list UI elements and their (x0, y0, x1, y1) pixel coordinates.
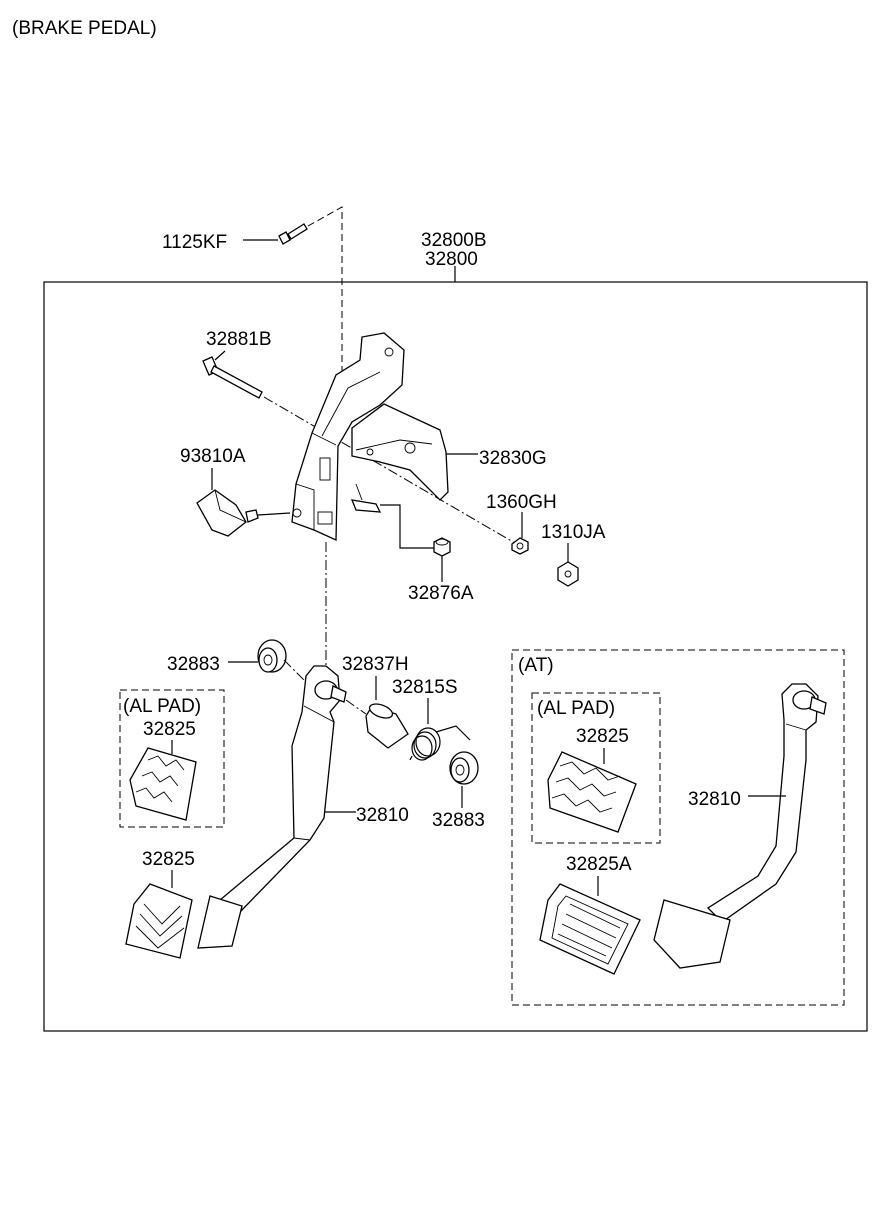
al-pad-at-title: (AL PAD) (537, 698, 615, 719)
linkage-pin (350, 483, 382, 513)
bushing-32883-right (449, 751, 479, 785)
label-93810A: 93810A (180, 446, 246, 467)
bushing-32883-left (257, 639, 287, 673)
label-1360GH: 1360GH (486, 492, 557, 513)
return-spring-32815S (409, 725, 471, 761)
label-1310JA: 1310JA (541, 522, 606, 543)
label-32825-al-at: 32825 (576, 726, 629, 747)
al-pad-mt-box (119, 689, 225, 828)
bolt-32881B (202, 356, 263, 399)
label-32830G: 32830G (479, 448, 547, 469)
at-box (511, 649, 845, 1006)
label-32815S: 32815S (392, 677, 458, 698)
sleeve-32837H (365, 703, 409, 749)
label-32810-at: 32810 (688, 789, 741, 810)
diagram-title: (BRAKE PEDAL) (12, 18, 157, 39)
brake-pedal-mt (197, 665, 347, 949)
label-32825-mt: 32825 (142, 849, 195, 870)
label-1125KF: 1125KF (162, 232, 227, 253)
pedal-pad-at (539, 883, 641, 975)
pedal-pad-mt (125, 883, 193, 959)
label-32876A: 32876A (408, 583, 474, 604)
stop-lamp-switch (196, 489, 259, 537)
label-32883-right: 32883 (432, 810, 485, 831)
bracket-32830G (351, 403, 449, 501)
label-32825A: 32825A (566, 854, 632, 875)
stopper-32876A (433, 537, 451, 557)
al-pedal-pad-at (547, 751, 637, 833)
label-32825-al-mt: 32825 (143, 719, 196, 740)
al-pad-mt-title: (AL PAD) (123, 696, 201, 717)
al-pad-at-box (531, 692, 661, 844)
label-32883-left: 32883 (167, 654, 220, 675)
nut-1360GH (511, 537, 529, 555)
brake-pedal-at (653, 683, 827, 969)
label-32837H: 32837H (342, 654, 409, 675)
label-32810-mt: 32810 (356, 805, 409, 826)
label-32881B: 32881B (206, 329, 272, 350)
al-pedal-pad-mt (129, 747, 197, 821)
pedal-mount-bracket (291, 332, 405, 541)
at-box-title: (AT) (518, 655, 554, 676)
label-32800: 32800 (425, 249, 478, 270)
bolt-1125KF (278, 223, 308, 245)
label-32800B: 32800B (421, 230, 487, 251)
nut-1310JA (557, 561, 579, 587)
